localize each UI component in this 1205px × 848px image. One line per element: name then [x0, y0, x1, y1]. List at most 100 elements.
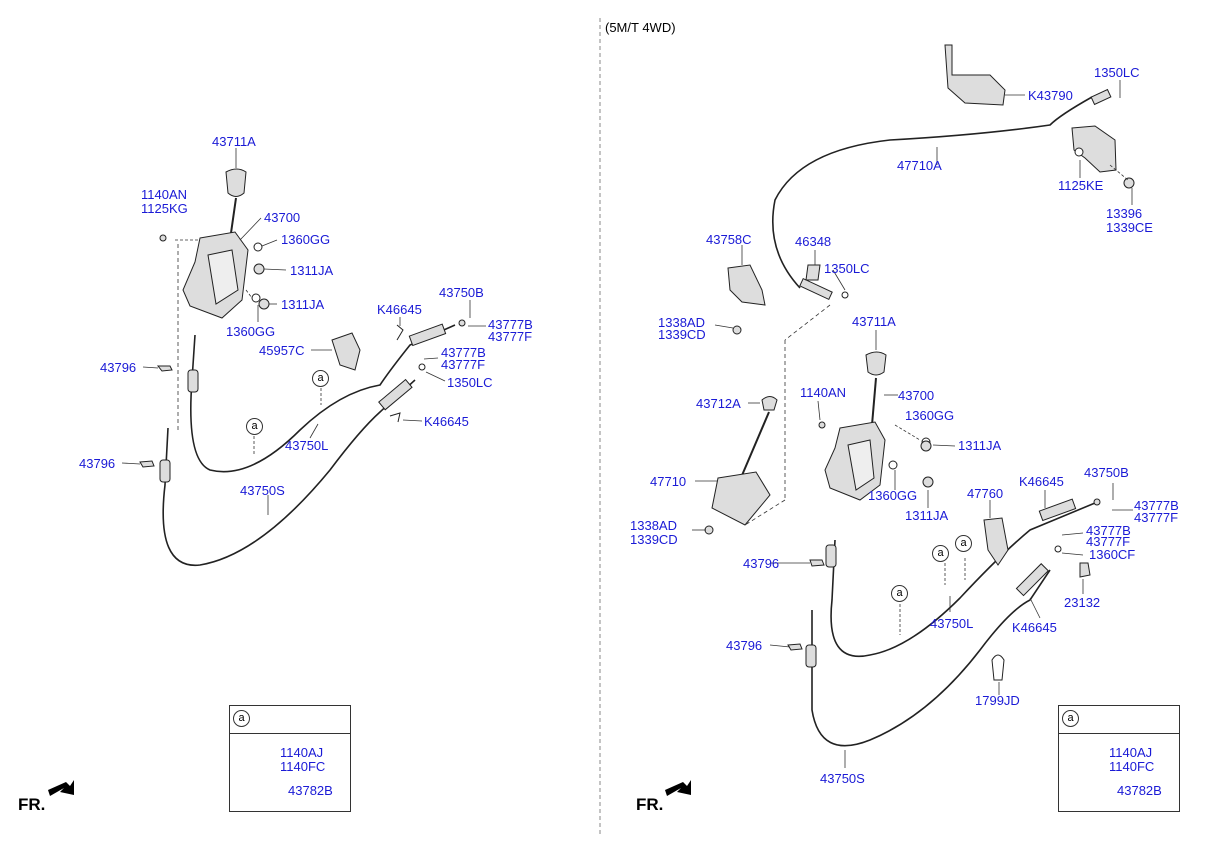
left-cables	[162, 324, 456, 566]
cap-23132	[1079, 562, 1091, 578]
front-label: FR.	[18, 795, 46, 814]
part-label[interactable]: 1338AD	[658, 315, 705, 330]
part-label[interactable]: 1311JA	[290, 263, 334, 278]
part-label[interactable]: 43777F	[1134, 510, 1179, 525]
part-label[interactable]: 1360GG	[905, 408, 955, 423]
left-cable-ends	[139, 319, 466, 483]
legend-item[interactable]: 43782B	[288, 783, 333, 798]
part-label[interactable]: 13396	[1106, 206, 1143, 221]
left-shifter-assembly	[159, 168, 270, 319]
ref-marker-a: a	[246, 418, 263, 435]
base-47710	[711, 471, 771, 526]
part-label[interactable]: 1350LC	[1094, 65, 1140, 80]
right-bracket-K43790	[944, 44, 1006, 106]
ref-marker-a: a	[312, 370, 329, 387]
part-label[interactable]: 47760	[967, 486, 1004, 501]
part-label[interactable]: 43750S	[240, 483, 285, 498]
part-label[interactable]: 43758C	[706, 232, 752, 247]
part-label[interactable]: 43777B	[441, 345, 486, 360]
part-label[interactable]: K46645	[424, 414, 469, 429]
part-label[interactable]: 43777B	[1086, 523, 1131, 538]
part-label[interactable]: 43750L	[285, 438, 329, 453]
legend-item[interactable]: 1140AJ	[280, 745, 324, 760]
front-arrow-icon	[665, 780, 691, 796]
ref-marker-a: a	[891, 585, 908, 602]
legend-marker: a	[233, 710, 250, 727]
part-label[interactable]: 1338AD	[630, 518, 677, 533]
part-label[interactable]: K43790	[1028, 88, 1073, 103]
part-label[interactable]: 1140AN	[141, 187, 188, 202]
part-label[interactable]: 1350LC	[447, 375, 493, 390]
part-label[interactable]: 23132	[1064, 595, 1101, 610]
part-label[interactable]: 43750L	[930, 616, 974, 631]
part-label[interactable]: 1311JA	[958, 438, 1002, 453]
part-label[interactable]: 1350LC	[824, 261, 870, 276]
bracket-46348	[805, 264, 821, 281]
bracket-43758C	[727, 264, 766, 306]
knob-43711A	[865, 351, 887, 376]
legend-header	[230, 706, 350, 734]
legend-box-left	[229, 705, 351, 812]
left-leaders-2	[121, 300, 486, 515]
shift-knob	[225, 168, 247, 197]
left-leaders	[175, 148, 287, 430]
clamp-1799JD	[991, 654, 1005, 681]
part-label[interactable]: 1360GG	[281, 232, 331, 247]
front-arrow-icon	[48, 780, 74, 796]
part-label[interactable]: 43750S	[820, 771, 865, 786]
part-label[interactable]: 1360GG	[868, 488, 918, 503]
part-label[interactable]: 43750B	[1084, 465, 1129, 480]
part-label[interactable]: 43777F	[441, 357, 486, 372]
part-label[interactable]: 1311JA	[905, 508, 949, 523]
part-label[interactable]: 1339CD	[630, 532, 678, 547]
part-label[interactable]: 1339CE	[1106, 220, 1153, 235]
variant-label: (5M/T 4WD)	[605, 20, 676, 35]
part-label[interactable]: 1799JD	[975, 693, 1020, 708]
part-label[interactable]: 1125KG	[141, 201, 188, 216]
part-label[interactable]: 43796	[726, 638, 763, 653]
part-label[interactable]: 1339CD	[658, 327, 706, 342]
part-label[interactable]: 45957C	[259, 343, 305, 358]
part-label[interactable]: 43750B	[439, 285, 484, 300]
part-label[interactable]: 43796	[743, 556, 780, 571]
knob-43712A	[761, 396, 778, 411]
part-label[interactable]: 43777F	[1086, 534, 1131, 549]
legend-item[interactable]: 1140AJ	[1109, 745, 1153, 760]
part-label[interactable]: 1360CF	[1089, 547, 1136, 562]
part-label[interactable]: 43777B	[1134, 498, 1179, 513]
legend-marker: a	[1062, 710, 1079, 727]
part-label[interactable]: 46348	[795, 234, 832, 249]
part-label[interactable]: 47710	[650, 474, 687, 489]
part-label[interactable]: 43777F	[488, 329, 533, 344]
right-mount-bracket	[1071, 125, 1135, 189]
part-label[interactable]: 43796	[79, 456, 116, 471]
part-label[interactable]: K46645	[1019, 474, 1064, 489]
right-parts	[704, 88, 1112, 681]
part-label[interactable]: 1125KE	[1058, 178, 1104, 193]
part-label[interactable]: K46645	[1012, 620, 1057, 635]
part-label[interactable]: 43700	[898, 388, 935, 403]
part-label[interactable]: 43700	[264, 210, 301, 225]
part-label[interactable]: K46645	[377, 302, 422, 317]
part-label[interactable]: 47710A	[897, 158, 942, 173]
cable-43750S	[162, 379, 416, 566]
part-label[interactable]: 43796	[100, 360, 137, 375]
legend-item[interactable]: 43782B	[1117, 783, 1162, 798]
part-label[interactable]: 43711A	[852, 314, 896, 329]
legend-box-right	[1058, 705, 1180, 812]
legend-header	[1059, 706, 1179, 734]
part-label[interactable]: 1140AN	[800, 385, 847, 400]
part-label[interactable]: 43712A	[696, 396, 741, 411]
part-label[interactable]: 43777B	[488, 317, 533, 332]
front-label: FR.	[636, 795, 664, 814]
bracket-45957C	[331, 332, 361, 371]
cable-43750L	[190, 324, 456, 473]
bracket-47760	[983, 517, 1009, 566]
part-label[interactable]: 1311JA	[281, 297, 325, 312]
legend-item[interactable]: 1140FC	[1109, 759, 1155, 774]
legend-item[interactable]: 1140FC	[280, 759, 326, 774]
part-label[interactable]: 1360GG	[226, 324, 276, 339]
right-leaders	[692, 80, 1133, 768]
part-label[interactable]: 43711A	[212, 134, 256, 149]
